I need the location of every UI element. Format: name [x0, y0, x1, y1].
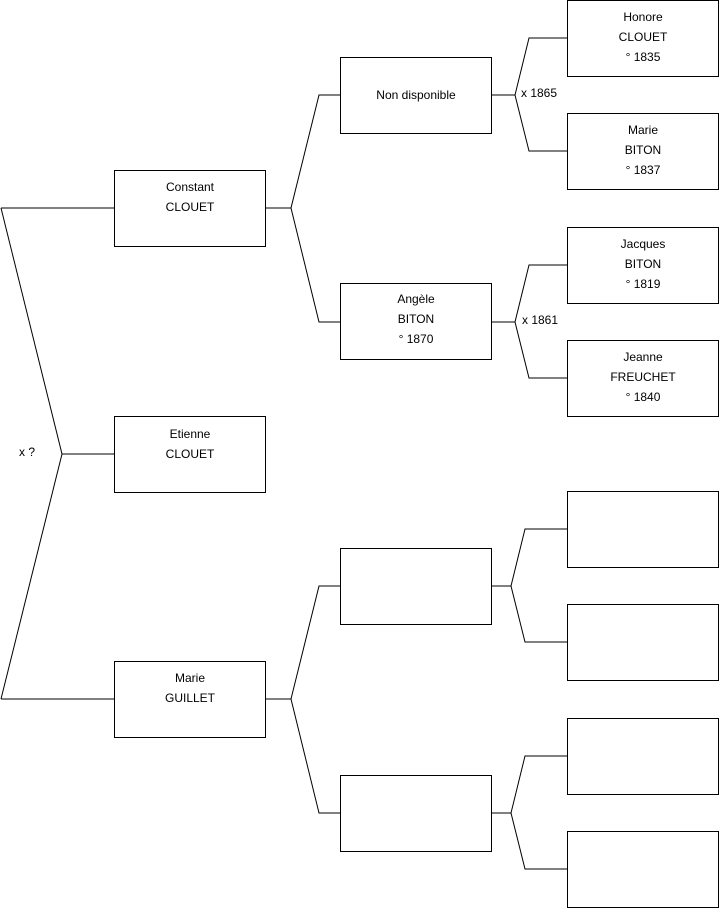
person-box-angele-biton[interactable]: Angèle BITON ° 1870 — [340, 283, 492, 360]
person-first-name: Marie — [627, 123, 658, 137]
person-last-name: CLOUET — [618, 30, 668, 44]
connector-marie-mother — [290, 698, 341, 814]
connector-root-top — [0, 207, 63, 455]
marriage-label-root: x ? — [19, 445, 36, 459]
connector-angele-mother — [514, 321, 567, 379]
person-box-non-disponible[interactable]: Non disponible — [340, 57, 492, 134]
person-birth: ° 1819 — [625, 277, 661, 291]
person-last-name: BITON — [624, 257, 662, 271]
person-box-constant-clouet[interactable]: Constant CLOUET — [114, 170, 266, 247]
person-last-name: GUILLET — [164, 691, 215, 705]
connector-nondispo-father — [514, 37, 567, 96]
connector-root-bottom — [0, 453, 63, 700]
person-birth: ° 1840 — [625, 390, 661, 404]
person-first-name: Etienne — [169, 427, 211, 441]
person-first-name: Marie — [174, 671, 205, 685]
person-first-name: Honore — [623, 10, 663, 24]
person-box-marie-biton[interactable]: Marie BITON ° 1837 — [567, 113, 719, 190]
marriage-label-1865: x 1865 — [521, 86, 558, 100]
person-box-honore-clouet[interactable]: Honore CLOUET ° 1835 — [567, 0, 719, 77]
connector-empty-a-mother — [510, 585, 567, 643]
connector-empty-a-father — [510, 528, 567, 587]
connector-empty-b-father — [510, 755, 567, 814]
person-last-name: BITON — [397, 312, 435, 326]
marriage-label-1861: x 1861 — [522, 313, 559, 327]
person-box-empty[interactable] — [567, 491, 719, 568]
person-last-name: BITON — [624, 143, 662, 157]
person-box-empty[interactable] — [567, 831, 719, 908]
person-last-name: CLOUET — [165, 447, 215, 461]
person-box-empty[interactable] — [567, 604, 719, 681]
person-first-name: Jacques — [620, 237, 666, 251]
person-birth: ° 1835 — [625, 50, 661, 64]
connector-constant-mother — [290, 207, 341, 323]
person-first-name: Angèle — [397, 292, 435, 306]
person-box-jacques-biton[interactable]: Jacques BITON ° 1819 — [567, 227, 719, 304]
person-box-empty[interactable] — [567, 718, 719, 795]
connector-empty-b-mother — [510, 812, 567, 870]
person-box-marie-guillet[interactable]: Marie GUILLET — [114, 661, 266, 738]
connector-angele-father — [514, 264, 567, 323]
person-last-name: CLOUET — [165, 200, 215, 214]
connector-constant-father — [290, 94, 341, 209]
person-box-empty[interactable] — [340, 548, 492, 625]
person-box-etienne-clouet[interactable]: Etienne CLOUET — [114, 416, 266, 493]
connector-marie-father — [290, 585, 341, 700]
person-first-name: Constant — [165, 180, 215, 194]
person-unavailable-text: Non disponible — [376, 88, 456, 102]
person-last-name: FREUCHET — [610, 370, 676, 384]
person-box-empty[interactable] — [340, 775, 492, 852]
person-birth: ° 1870 — [398, 332, 434, 346]
person-first-name: Jeanne — [623, 350, 663, 364]
person-box-jeanne-freuchet[interactable]: Jeanne FREUCHET ° 1840 — [567, 340, 719, 417]
person-birth: ° 1837 — [625, 163, 661, 177]
connector-nondispo-mother — [514, 94, 567, 152]
